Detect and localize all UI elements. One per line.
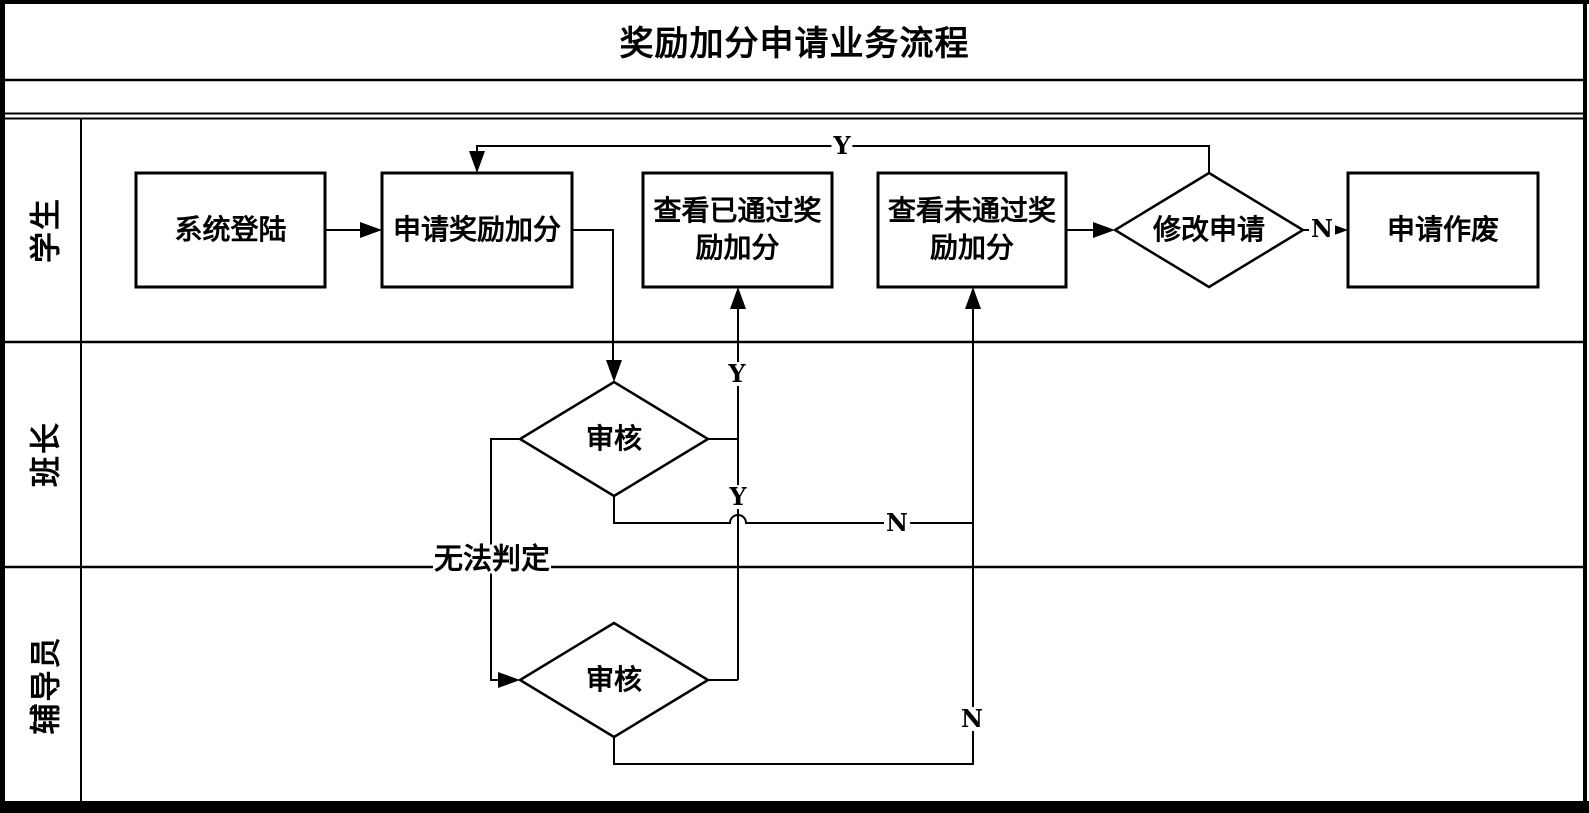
arrowhead-into-apply-left [360, 222, 382, 238]
arrowhead-into-view-rejected [965, 287, 981, 309]
decision-diamond-counselor-review [517, 621, 711, 739]
arrowhead-into-counselor-review [498, 672, 520, 688]
process-box-apply [380, 171, 574, 289]
node-label-monitor-review: 审核 [585, 421, 642, 455]
node-shapes [134, 171, 1540, 739]
lane-label-counselor: 辅导员 [28, 635, 65, 735]
diagram-title: 奖励加分申请业务流程 [619, 23, 970, 64]
node-label-modify: 修改申请 [1152, 212, 1265, 246]
connector-counselor-review-no [613, 737, 974, 765]
node-label-login: 系统登陆 [174, 212, 287, 246]
connector-apply-to-monitor-review [572, 229, 614, 362]
edge-label-modify-yes: Y [831, 131, 853, 160]
process-box-void [1346, 171, 1540, 289]
node-label-counselor-review: 审核 [585, 662, 642, 696]
node-label-apply: 申请奖励加分 [392, 212, 561, 246]
edge-label-counselor-yes: Y [727, 482, 749, 511]
edge-label-undecidable: 无法判定 [432, 541, 552, 576]
arrowhead-into-view-approved [730, 287, 746, 309]
lane-label-monitor: 班长 [28, 421, 65, 487]
process-box-view-approved [641, 171, 834, 289]
decision-diamond-modify [1112, 171, 1306, 289]
connector-monitor-review-no-with-hop [613, 496, 973, 524]
node-label-view-approved: 查看已通过奖励加分 [653, 194, 822, 264]
edge-label-monitor-no: N [884, 508, 910, 537]
swimlane-grid [5, 78, 1585, 802]
node-label-view-rejected: 查看未通过奖励加分 [887, 194, 1056, 264]
arrowhead-into-modify [1093, 222, 1115, 238]
arrowhead-into-monitor-review [606, 360, 622, 382]
process-box-view-rejected [876, 171, 1068, 289]
decision-diamond-monitor-review [517, 380, 711, 498]
node-label-void: 申请作废 [1386, 212, 1499, 246]
edge-label-modify-no: N [1309, 214, 1335, 243]
process-box-login [134, 171, 327, 289]
lane-label-student: 学生 [28, 197, 65, 263]
edge-label-counselor-no: N [959, 704, 985, 733]
arrowhead-into-apply-top [469, 151, 485, 173]
edge-label-monitor-yes: Y [726, 359, 748, 388]
